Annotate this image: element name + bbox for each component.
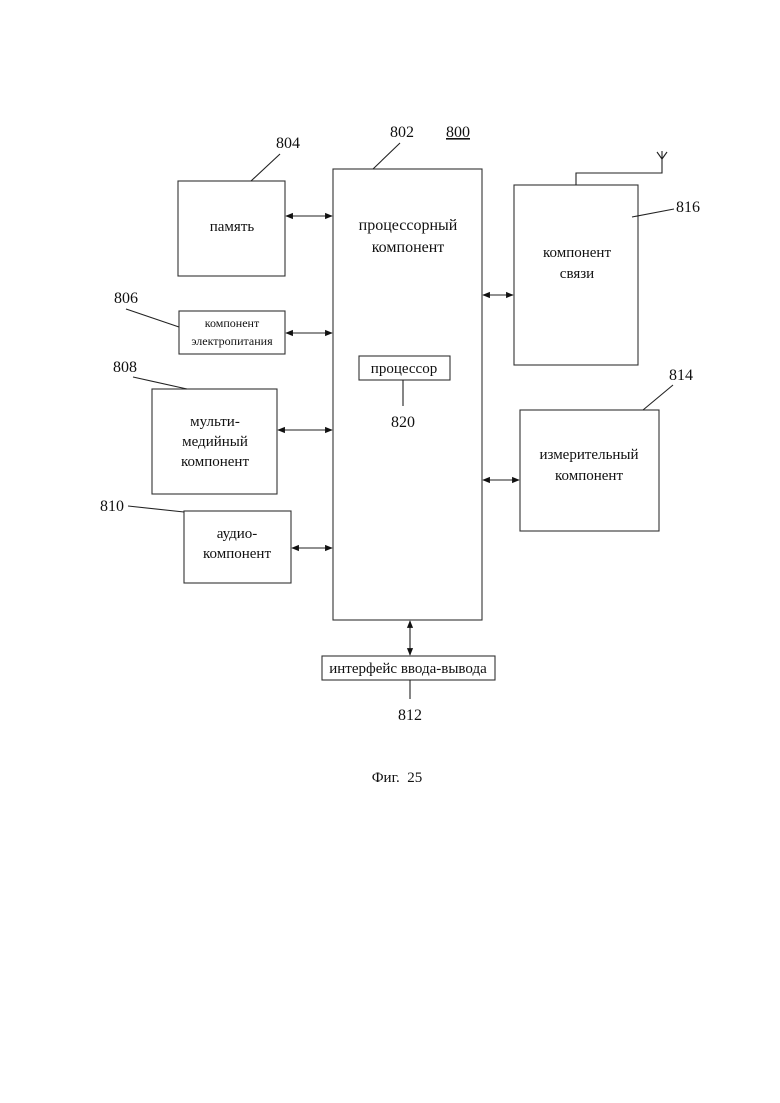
ref-806: 806 — [114, 290, 138, 307]
multimedia-component: мульти- медийный компонент 808 — [113, 359, 332, 494]
audio-label-line2: компонент — [203, 546, 271, 562]
ref-804: 804 — [276, 135, 300, 152]
audio-component: аудио- компонент 810 — [100, 498, 332, 583]
io-interface: интерфейс ввода-вывода 812 — [322, 621, 495, 724]
ref-800: 800 — [446, 124, 470, 141]
antenna-line — [576, 159, 662, 185]
leader-810 — [128, 506, 184, 512]
leader-806 — [126, 309, 179, 327]
communication-label-line2: связи — [560, 266, 594, 282]
ref-816: 816 — [676, 199, 700, 216]
io-label: интерфейс ввода-вывода — [329, 661, 487, 677]
leader-808 — [133, 377, 187, 389]
power-label-line1: компонент — [205, 316, 260, 330]
processing-component-label-line2: компонент — [372, 239, 445, 256]
leader-804 — [251, 154, 280, 181]
leader-802 — [373, 143, 400, 169]
power-component: компонент электропитания 806 — [114, 290, 332, 354]
processor-label: процессор — [371, 361, 437, 377]
audio-label-line1: аудио- — [217, 526, 258, 542]
leader-814 — [643, 385, 673, 410]
memory-label: память — [210, 219, 255, 235]
multimedia-label-line2: медийный — [182, 434, 248, 450]
memory-component: память 804 — [178, 135, 332, 276]
multimedia-label-line1: мульти- — [190, 414, 240, 430]
antenna-icon — [657, 151, 667, 159]
power-label-line2: электропитания — [191, 334, 273, 348]
processing-component-label-line1: процессорный — [359, 217, 458, 234]
ref-810: 810 — [100, 498, 124, 515]
communication-label-line1: компонент — [543, 245, 611, 261]
ref-814: 814 — [669, 367, 693, 384]
processing-component-box — [333, 169, 482, 620]
sensor-component: измерительный компонент 814 — [483, 367, 693, 531]
figure-caption: Фиг. 25 — [372, 770, 423, 786]
sensor-label-line2: компонент — [555, 468, 623, 484]
sensor-label-line1: измерительный — [539, 447, 638, 463]
ref-820: 820 — [391, 414, 415, 431]
ref-812: 812 — [398, 707, 422, 724]
communication-component: компонент связи 816 — [483, 151, 700, 365]
ref-802: 802 — [390, 124, 414, 141]
multimedia-label-line3: компонент — [181, 454, 249, 470]
ref-808: 808 — [113, 359, 137, 376]
